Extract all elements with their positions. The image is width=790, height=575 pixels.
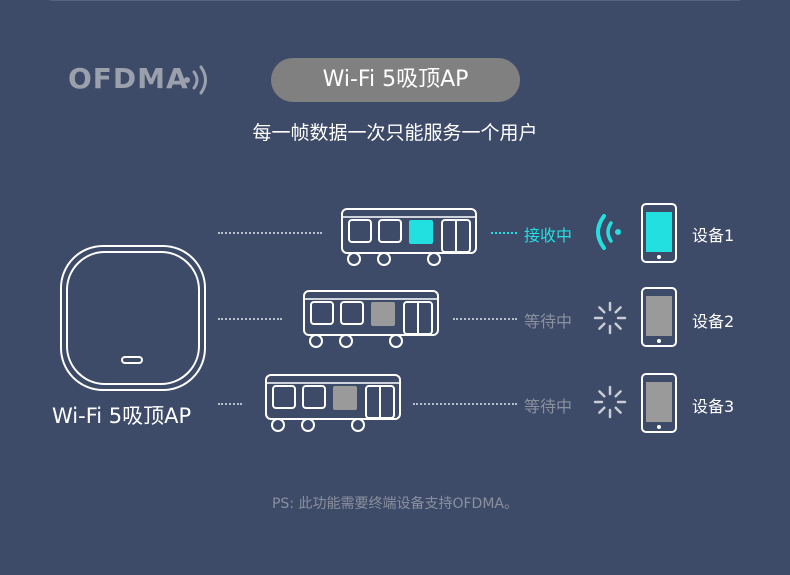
link-dots-2	[218, 318, 282, 320]
wifi5-ap-pill: Wi-Fi 5吸顶AP	[271, 58, 520, 102]
device-label-1: 设备1	[692, 226, 735, 245]
link-dots-1	[218, 232, 322, 234]
wifi-wave-icon	[184, 65, 207, 95]
loading-spinner-icon-3	[593, 385, 627, 419]
row2-status: 等待中	[524, 312, 573, 331]
router-label: Wi-Fi 5吸顶AP	[52, 404, 192, 428]
phone-icon-1	[641, 203, 677, 263]
row3-status: 等待中	[524, 397, 573, 416]
device-label-2: 设备2	[692, 312, 735, 331]
row1-status: 接收中	[524, 226, 573, 245]
loading-spinner-icon-2	[593, 301, 627, 335]
subtitle: 每一帧数据一次只能服务一个用户	[252, 122, 538, 144]
phone-icon-3	[641, 373, 677, 433]
bus-icon-1	[341, 208, 477, 266]
bus-icon-3	[265, 374, 401, 432]
phone-icon-2	[641, 287, 677, 347]
ofdma-title: OFDMA	[68, 62, 189, 95]
bus-icon-2	[303, 290, 439, 348]
link-dots-3	[218, 403, 242, 405]
link-dots-waiting-3	[413, 403, 517, 405]
top-divider	[50, 0, 740, 1]
link-dots-waiting-2	[453, 318, 517, 320]
router-icon	[60, 245, 206, 391]
link-dots-receiving	[491, 232, 517, 234]
wifi5-ap-pill-label: Wi-Fi 5吸顶AP	[322, 67, 469, 92]
device-label-3: 设备3	[692, 397, 735, 416]
signal-waves-icon	[596, 214, 621, 250]
footnote: PS: 此功能需要终端设备支持OFDMA。	[271, 496, 518, 512]
